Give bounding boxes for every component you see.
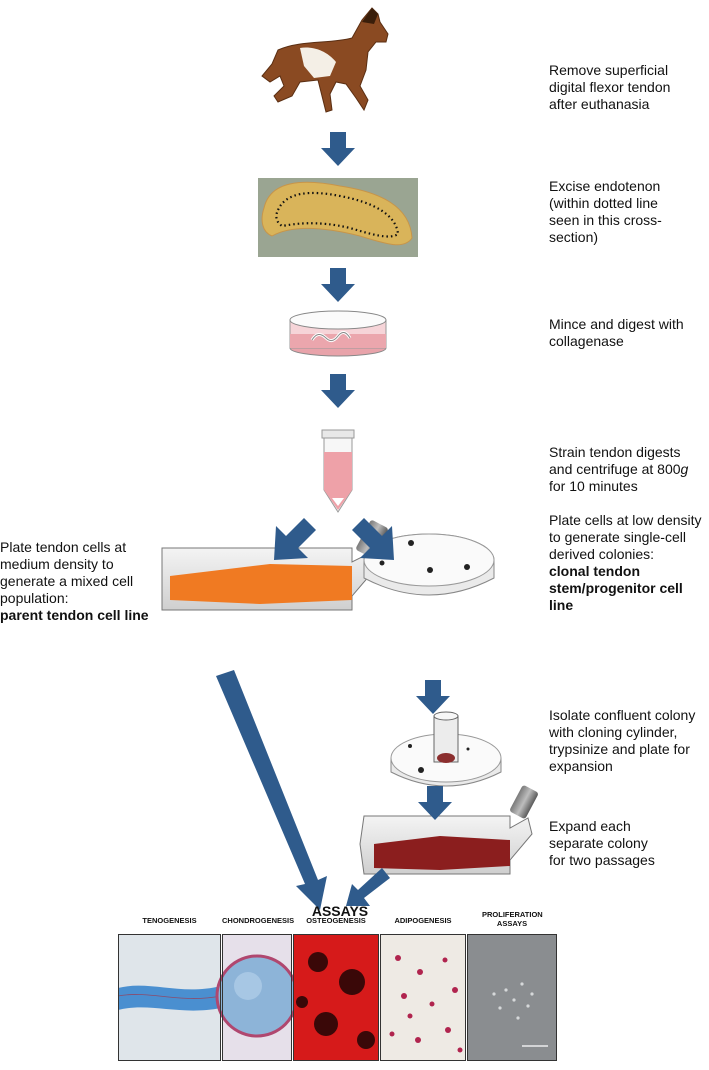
step-excise-endotenon-text: Excise endotenon (within dotted line see… — [549, 178, 662, 245]
step-isolate-colony-text: Isolate confluent colony with cloning cy… — [549, 707, 696, 774]
arrow-down-2 — [321, 268, 355, 302]
clonal-plate-label: clonal tendon stem/progenitor cell line — [549, 563, 683, 613]
arrow-short-right — [346, 868, 390, 906]
assay-label-adipogenesis: ADIPOGENESIS — [394, 916, 452, 925]
assays-title: ASSAYS — [311, 903, 369, 919]
step-remove-tendon-text: Remove superficial digital flexor tendon… — [549, 62, 671, 112]
step-mince-digest-text: Mince and digest with collagenase — [549, 316, 684, 349]
step-clonal-plate-text: Plate cells at low density to generate s… — [549, 512, 709, 614]
arrow-down-4 — [416, 680, 450, 714]
arrow-down-5 — [418, 786, 452, 820]
parent-flask-image — [161, 520, 388, 611]
strain-text-a: Strain tendon digests and centrifuge at … — [549, 444, 681, 477]
arrow-long-left — [216, 670, 327, 910]
strain-text-b: for 10 minutes — [549, 478, 638, 494]
parent-plate-desc: Plate tendon cells at medium density to … — [0, 539, 134, 606]
cloning-cylinder-dish-image — [390, 711, 502, 787]
step-parent-plate-text: Plate tendon cells at medium density to … — [0, 539, 165, 624]
arrow-down-3 — [321, 374, 355, 408]
horse-image — [261, 7, 389, 113]
arrow-right-branch — [352, 518, 394, 560]
tendon-cross-section-image — [258, 178, 418, 257]
digest-dish-image — [289, 310, 387, 357]
parent-plate-label: parent tendon cell line — [0, 607, 149, 623]
assay-label-tenogenesis: TENOGENESIS — [142, 916, 197, 925]
assay-label-chondrogenesis: CHONDROGENESIS — [222, 916, 295, 925]
step-expand-colony-text: Expand each separate colony for two pass… — [549, 818, 655, 868]
clonal-flask-image — [359, 785, 538, 875]
assay-label-proliferation: PROLIFERATION ASSAYS — [482, 910, 543, 928]
osteogenesis-panel — [293, 934, 379, 1061]
adipogenesis-panel — [380, 934, 466, 1061]
centrifuge-tube-image — [321, 429, 355, 513]
chondrogenesis-panel — [222, 934, 292, 1061]
assay-panels — [117, 934, 557, 1061]
flow-arrows — [216, 132, 452, 910]
arrow-down-1 — [321, 132, 355, 166]
clonal-plate-desc: Plate cells at low density to generate s… — [549, 512, 702, 562]
assay-label-osteogenesis: OSTEOGENESIS — [306, 916, 366, 925]
proliferation-panel — [467, 934, 557, 1061]
colony-dish-image — [363, 533, 495, 596]
tenogenesis-panel — [118, 934, 221, 1061]
arrow-left-branch — [274, 518, 316, 560]
strain-text-g: g — [680, 461, 689, 477]
step-strain-centrifuge-text: Strain tendon digests and centrifuge at … — [549, 444, 699, 495]
